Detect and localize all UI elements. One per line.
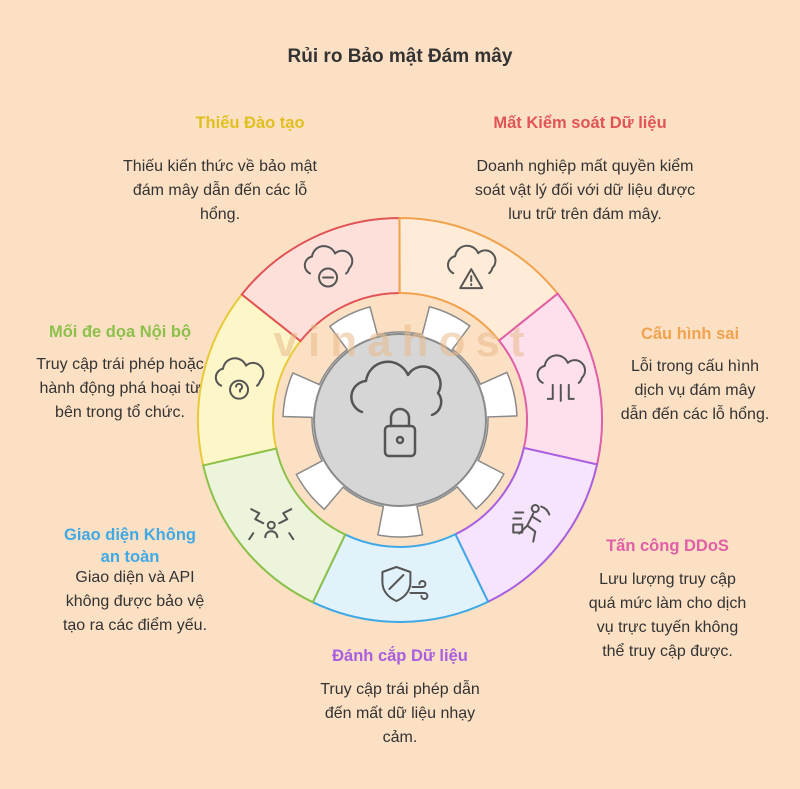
desc-ddos: Lưu lượng truy cập quá mức làm cho dịch …: [588, 571, 747, 660]
cloud-question-icon: [214, 357, 265, 400]
cloud-network-icon: [536, 354, 586, 402]
desc-interface: Giao diện và API không được bảo vệ tạo r…: [62, 569, 208, 634]
title-insider: Mối đe dọa Nội bộ: [48, 323, 192, 341]
desc-insider: Truy cập trái phép hoặc hành động phá ho…: [36, 356, 204, 421]
shield-wind-icon: [381, 566, 429, 602]
title-theft: Đánh cắp Dữ liệu: [332, 647, 468, 665]
desc-misconfig: Lỗi trong cấu hình dịch vụ đám mây dẫn đ…: [620, 358, 770, 423]
title-interface: Giao diện Không an toàn: [64, 526, 196, 566]
desc-data-loss: Doanh nghiệp mất quyền kiểm soát vật lý …: [474, 158, 696, 223]
page-title: Rủi ro Bảo mật Đám mây: [287, 46, 513, 67]
watermark-logo: vinahost: [274, 317, 535, 366]
running-thief-icon: [512, 504, 551, 543]
title-training: Thiếu Đào tạo: [195, 114, 305, 132]
desc-theft: Truy cập trái phép dẫn đến mất dữ liệu n…: [320, 681, 480, 746]
cloud-lock-icon: [350, 360, 443, 458]
title-ddos: Tấn công DDoS: [606, 537, 729, 555]
cloud-warning-icon: [447, 244, 497, 290]
center-hub: [313, 333, 487, 507]
cloud-minus-icon: [303, 245, 354, 288]
insider-threat-icon: [248, 508, 295, 541]
title-data-loss: Mất Kiểm soát Dữ liệu: [493, 114, 667, 132]
desc-training: Thiếu kiến thức về bảo mật đám mây dẫn đ…: [123, 158, 317, 223]
title-misconfig: Cấu hình sai: [640, 325, 740, 343]
